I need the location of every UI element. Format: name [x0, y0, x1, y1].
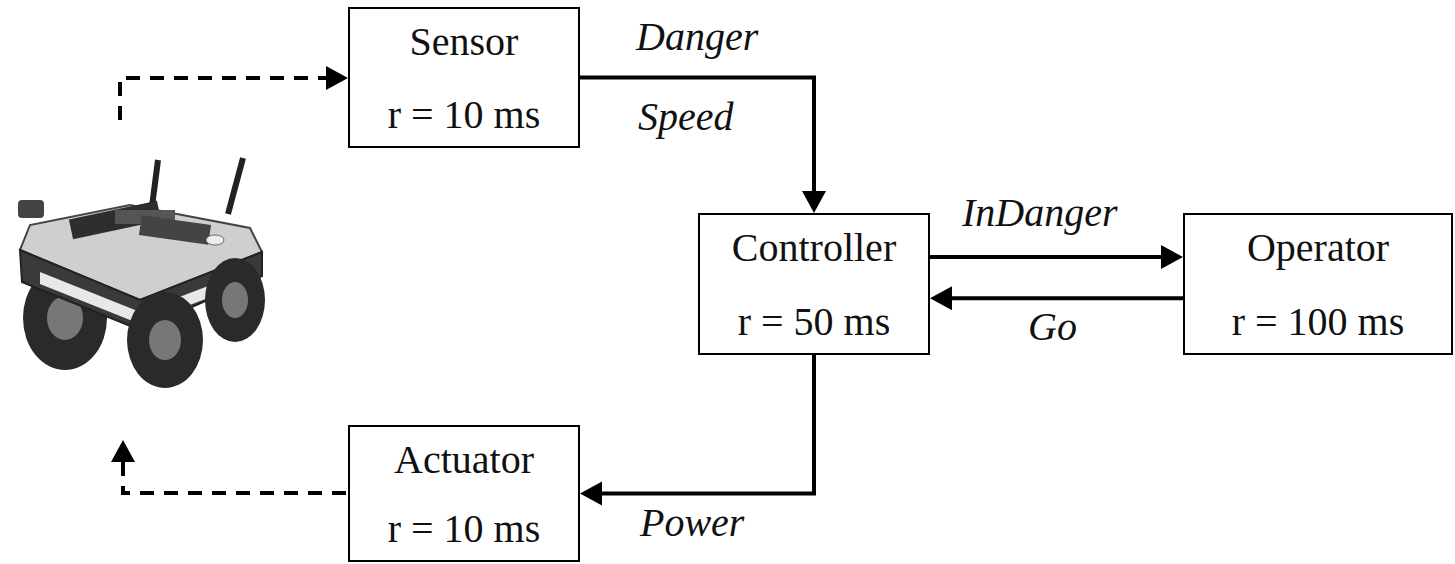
box-title: Operator	[1247, 225, 1389, 271]
box-title: Sensor	[410, 19, 519, 65]
signal-name: Go	[1026, 304, 1079, 350]
rate-text: r = 50 ms	[738, 299, 891, 345]
process-box: Controller r = 50 ms	[698, 213, 930, 355]
arrow-head	[802, 191, 826, 213]
dashed-arrow	[123, 462, 346, 493]
box-title: Controller	[732, 225, 896, 271]
signal-arrow	[580, 355, 814, 506]
process-box: Actuator r = 10 ms	[348, 425, 580, 562]
arrow-head	[111, 440, 135, 462]
signal-arrow	[580, 78, 826, 214]
rate-text: r = 10 ms	[388, 506, 541, 552]
signal-name: Speed	[636, 94, 736, 140]
arrow-head	[930, 286, 952, 310]
rate-text: r = 100 ms	[1232, 299, 1405, 345]
signal-name: InDanger	[960, 190, 1120, 236]
dashed-arrow	[120, 78, 330, 120]
rate-text: r = 10 ms	[388, 92, 541, 138]
signal-line	[602, 355, 814, 494]
signal-name: Danger	[634, 14, 760, 60]
arrow-head	[580, 482, 602, 506]
arrow-head	[1161, 245, 1183, 269]
signal-line	[580, 78, 814, 192]
signal-line	[952, 296, 1183, 300]
box-title: Actuator	[394, 437, 534, 483]
signal-name: Power	[638, 500, 746, 546]
robot-vehicle	[18, 158, 265, 388]
signal-arrow	[930, 245, 1183, 269]
process-box: Sensor r = 10 ms	[348, 7, 580, 148]
signal-line	[930, 255, 1161, 259]
process-box: Operator r = 100 ms	[1183, 213, 1453, 355]
arrow-head	[326, 66, 348, 90]
